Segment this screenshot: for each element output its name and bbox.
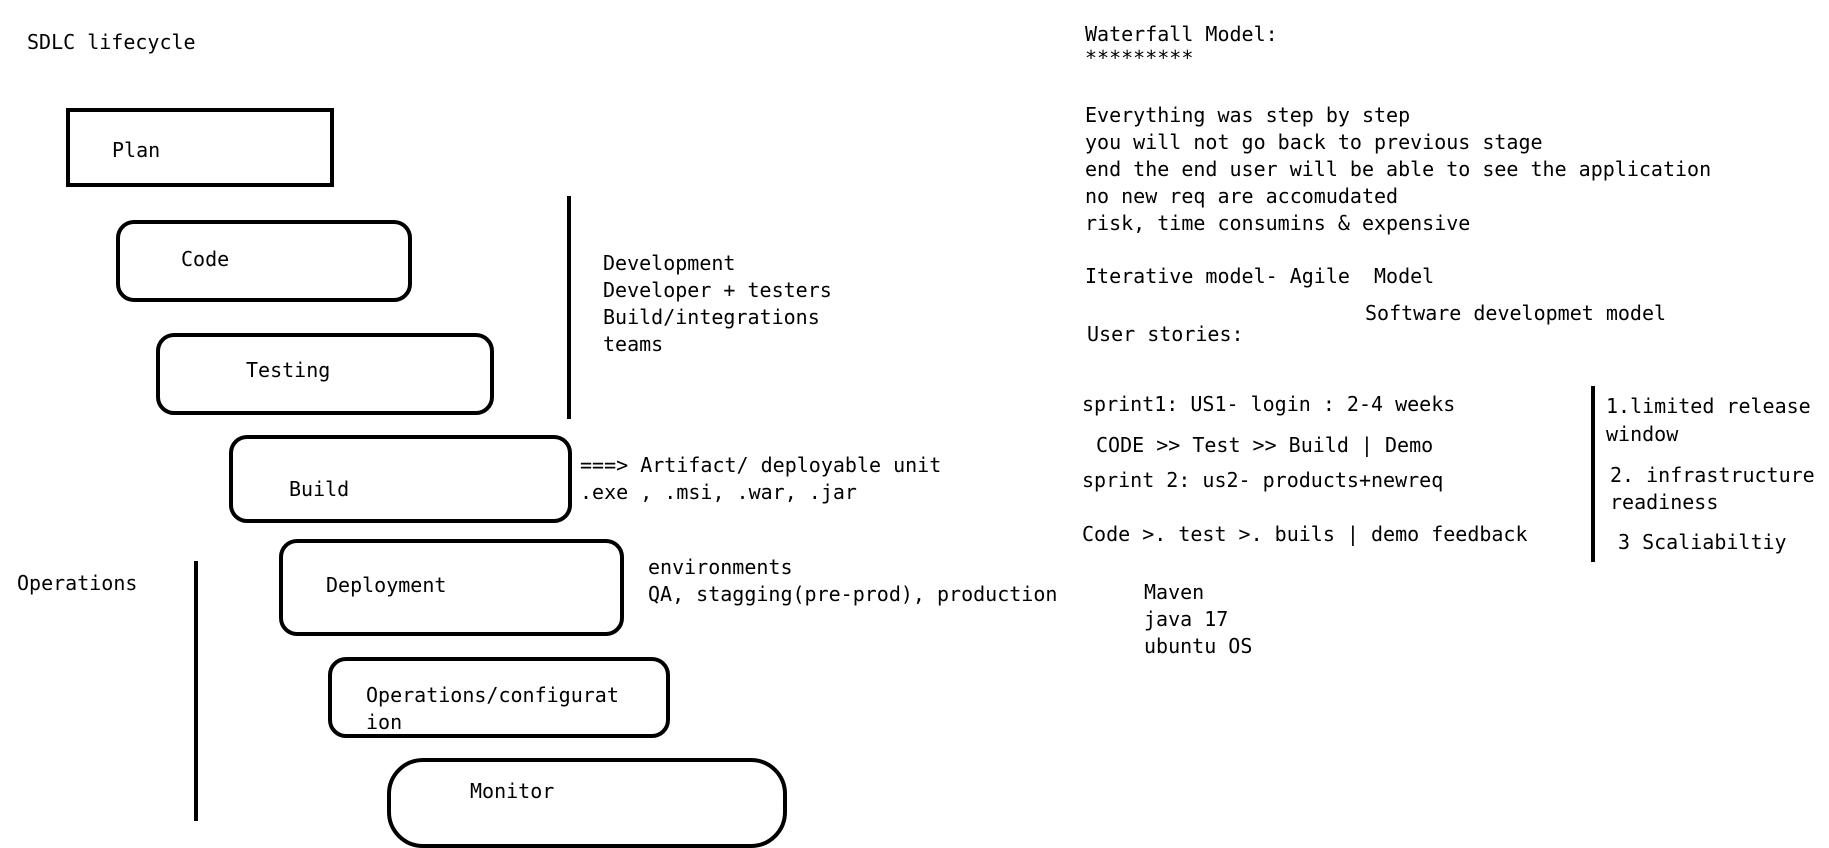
challenge-3: 3 Scaliabiltiy [1618,530,1787,554]
sprint2-flow: Code >. test >. buils | demo feedback [1082,522,1528,546]
challenge-2-line2: readiness [1610,490,1719,514]
operations-bracket [194,561,198,821]
challenges-bracket [1591,386,1595,562]
stage-operations-configuration: Operations/configurat ion [328,657,670,738]
development-note-3: Build/integrations [603,305,820,329]
challenge-1-line2: window [1606,422,1679,446]
waterfall-point-3: end the end user will be able to see the… [1085,157,1712,181]
stage-deployment-label: Deployment [326,573,447,597]
environment-note-2: QA, stagging(pre-prod), production [648,582,1058,606]
environment-note-1: environments [648,555,793,579]
operations-label: Operations [17,571,138,595]
stage-plan: Plan [66,108,334,187]
development-note-2: Developer + testers [603,278,832,302]
stage-build-label: Build [289,477,350,501]
stage-operations-label-line2: ion [366,710,403,734]
sprint1-label: sprint1: US1- login : 2-4 weeks [1082,392,1456,416]
sprint2-label: sprint 2: us2- products+newreq [1082,468,1444,492]
stage-operations-label-line1: Operations/configurat [366,683,619,707]
challenge-1-line1: 1.limited release [1606,394,1811,418]
tool-1: Maven [1144,580,1205,604]
user-stories-label: User stories: [1087,322,1244,346]
waterfall-point-4: no new req are accomudated [1085,184,1399,208]
stage-deployment: Deployment [279,539,624,636]
sprint1-flow: CODE >> Test >> Build | Demo [1096,433,1434,457]
waterfall-heading: Waterfall Model: [1085,22,1278,46]
stage-testing-label: Testing [246,358,331,382]
waterfall-stars: ********* [1085,46,1194,70]
waterfall-point-1: Everything was step by step [1085,103,1411,127]
tool-3: ubuntu OS [1144,634,1253,658]
artifact-note-1: ===> Artifact/ deployable unit [580,453,942,477]
development-bracket [567,196,571,419]
stage-code: Code [116,220,412,302]
challenge-2-line1: 2. infrastructure [1610,463,1815,487]
stage-code-label: Code [181,247,230,271]
artifact-note-2: .exe , .msi, .war, .jar [580,480,857,504]
waterfall-point-2: you will not go back to previous stage [1085,130,1543,154]
software-model-label: Software developmet model [1365,301,1667,325]
development-note-4: teams [603,332,664,356]
stage-plan-label: Plan [112,138,161,162]
agile-heading: Iterative model- Agile Model [1085,264,1435,288]
stage-monitor: Monitor [387,758,787,848]
waterfall-point-5: risk, time consumins & expensive [1085,211,1471,235]
development-note-1: Development [603,251,736,275]
stage-monitor-label: Monitor [470,779,555,803]
tool-2: java 17 [1144,607,1229,631]
diagram-title: SDLC lifecycle [27,30,196,54]
stage-build: Build [229,435,572,523]
stage-testing: Testing [156,333,494,415]
